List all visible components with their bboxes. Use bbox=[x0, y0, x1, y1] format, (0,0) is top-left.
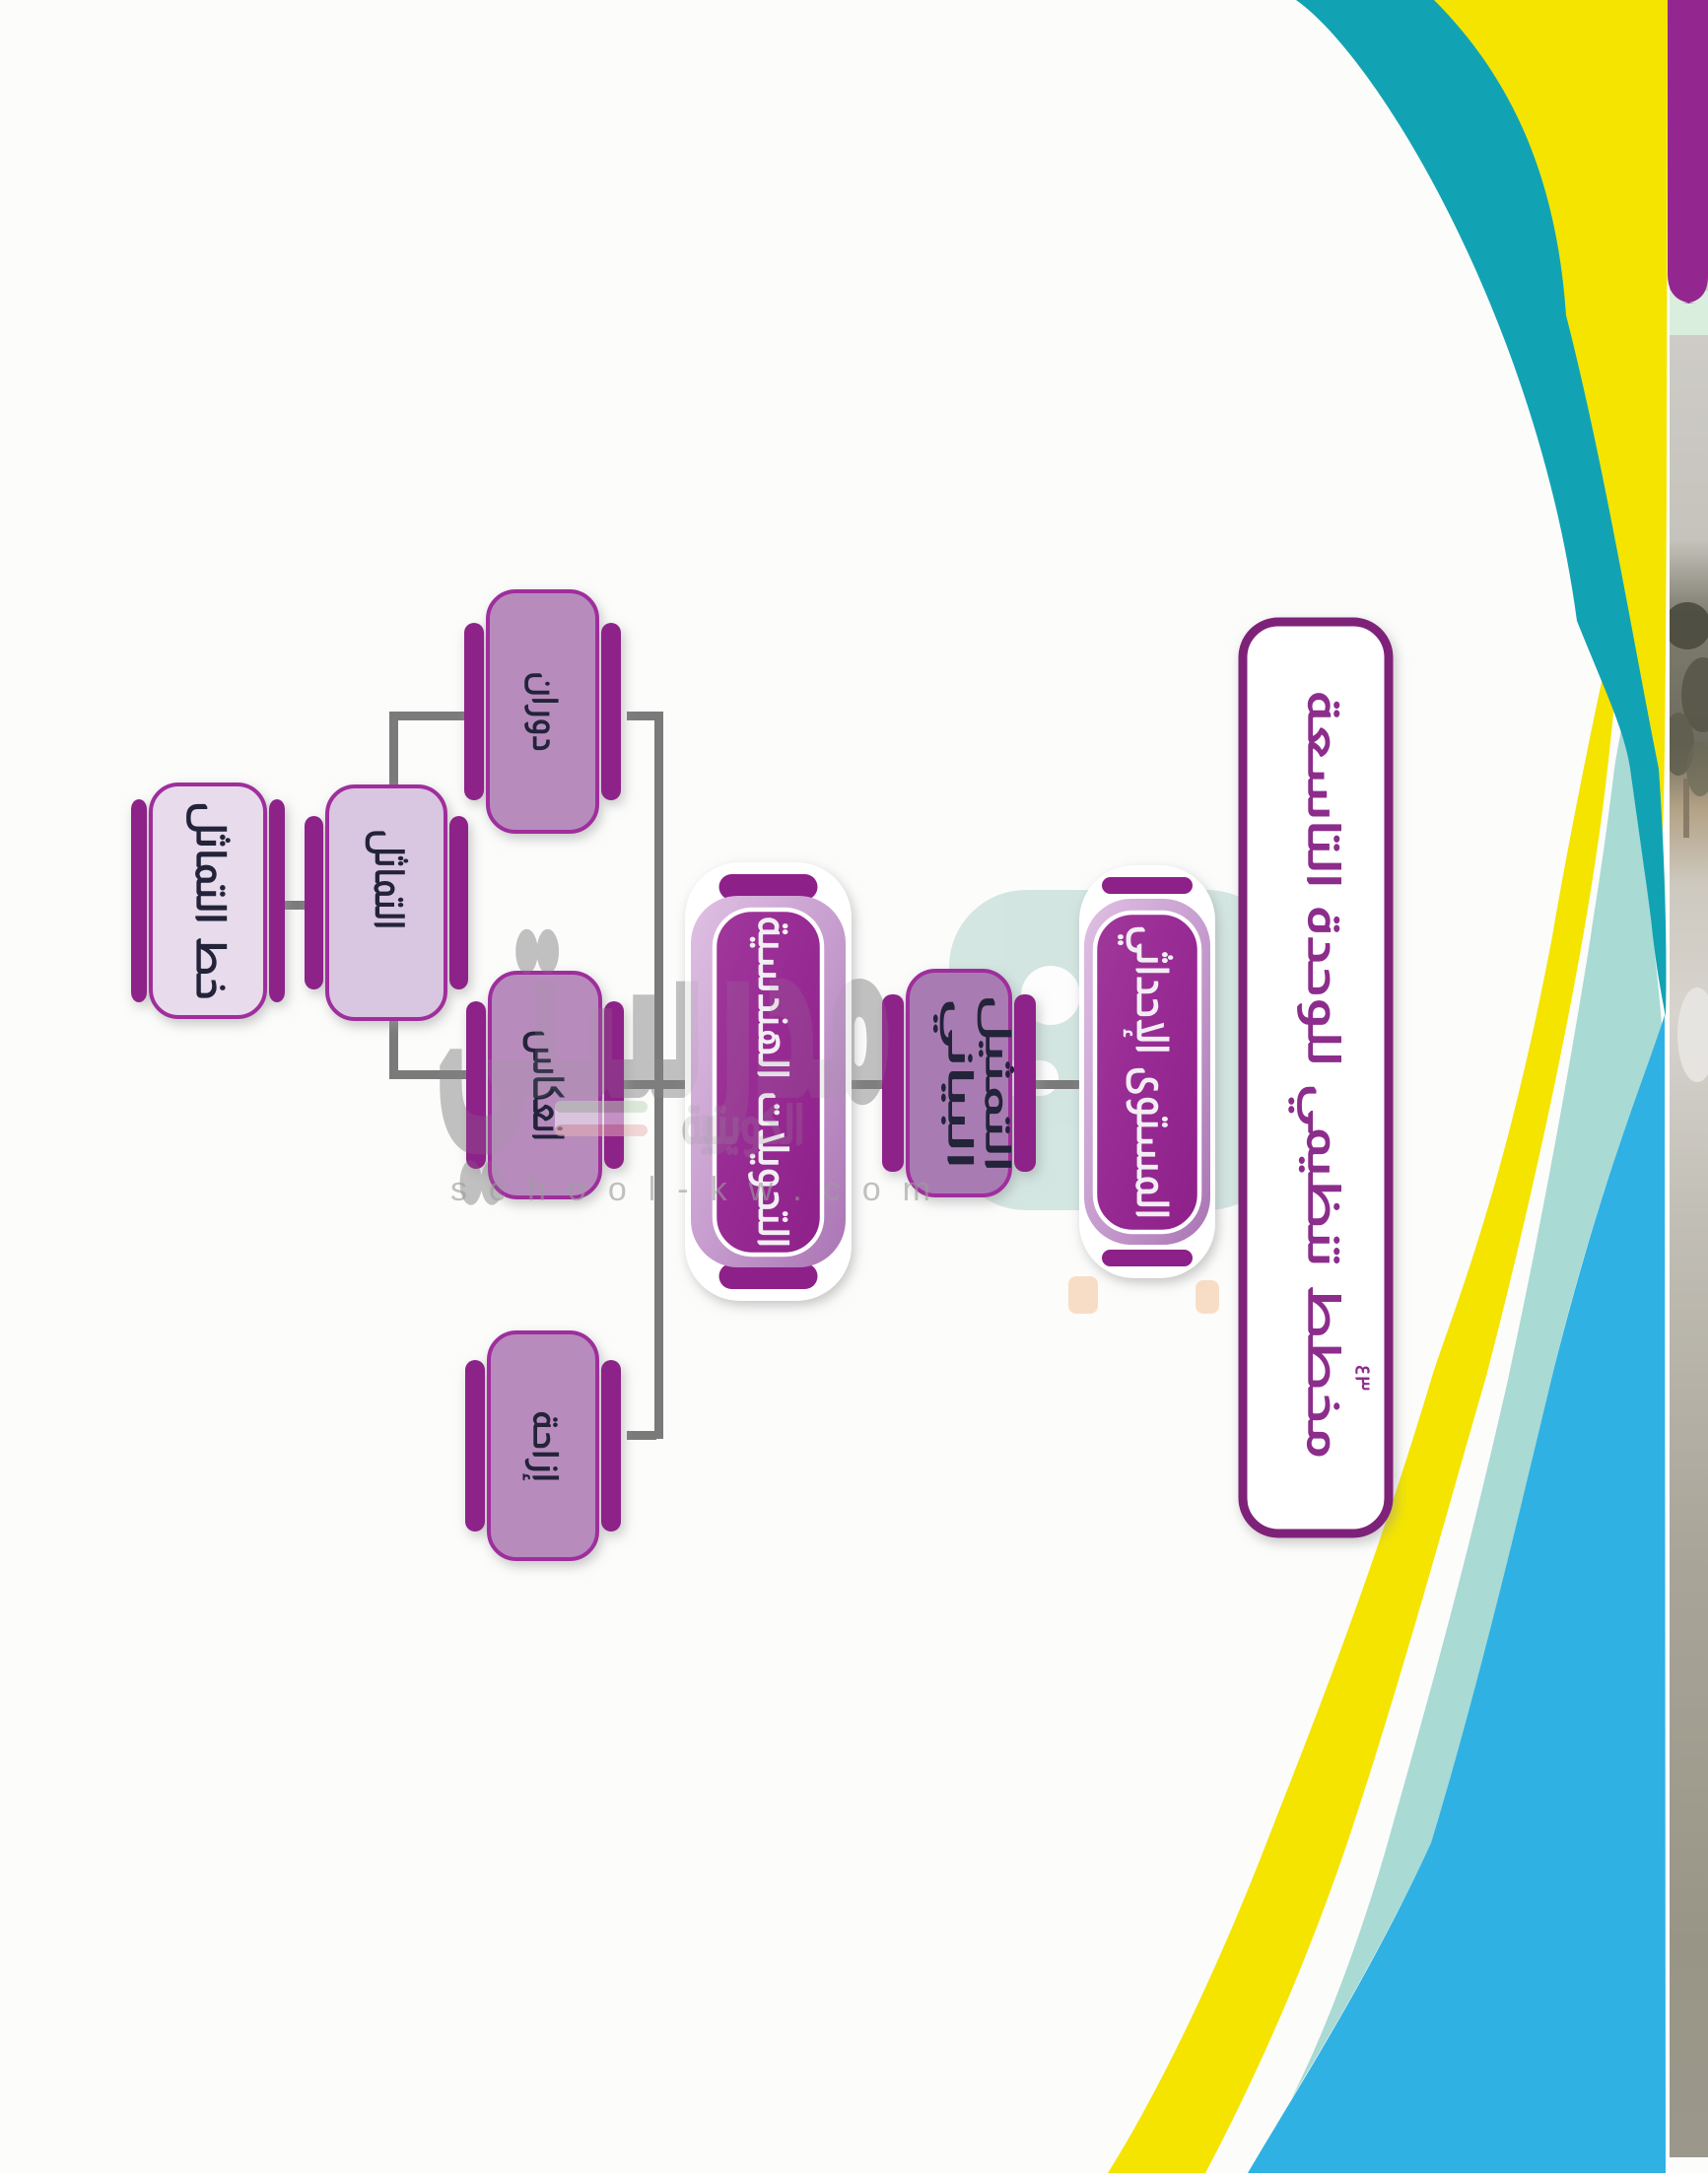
svg-text:school-kw.com: school-kw.com bbox=[450, 1171, 952, 1208]
